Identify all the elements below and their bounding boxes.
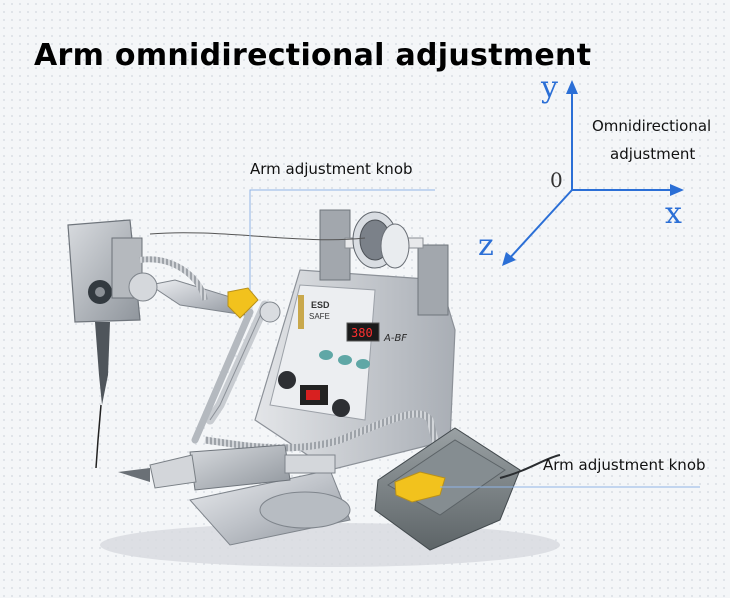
panel-button — [356, 359, 370, 369]
callout-line-top — [249, 189, 435, 290]
x-axis-label: x — [665, 196, 682, 231]
x-axis-arrow — [670, 184, 684, 196]
base-round — [259, 491, 351, 529]
z-axis-line — [507, 189, 573, 261]
esd-mark-line2: SAFE — [309, 312, 330, 321]
flex-hose-lower — [204, 410, 444, 461]
callout-label-bottom: Arm adjustment knob — [543, 456, 706, 474]
axis-origin-label: 0 — [550, 168, 563, 192]
soldering-iron-tip — [118, 468, 150, 482]
floor-shadow — [100, 523, 560, 567]
y-axis-label: y — [541, 70, 558, 105]
arm-strut — [191, 308, 254, 444]
control-knob-left — [278, 371, 296, 389]
z-axis-label: z — [478, 228, 494, 263]
holder-clamp — [284, 454, 336, 474]
esd-mark-line1: ESD — [311, 300, 330, 310]
temperature-value: 380 — [351, 326, 373, 340]
panel-brand: A-BF — [383, 333, 407, 344]
pedal-cable — [499, 454, 561, 479]
flex-hose-upper — [139, 256, 208, 301]
y-axis-arrow — [566, 80, 578, 94]
solder-wire-path — [149, 232, 366, 241]
axes-caption-line1: Omnidirectional — [592, 117, 712, 135]
temperature-display — [346, 322, 380, 342]
spool-right-post — [417, 244, 449, 316]
soldering-iron-handle — [149, 454, 197, 489]
z-axis-arrow — [502, 252, 516, 266]
axes-caption-line2: adjustment — [610, 145, 696, 163]
panel-button — [338, 355, 352, 365]
page-title: Arm omnidirectional adjustment — [34, 38, 592, 73]
panel-button — [319, 350, 333, 360]
arm-pivot — [259, 301, 281, 323]
feeder-nozzle — [95, 322, 110, 405]
control-knob-right — [332, 399, 350, 417]
esd-slot — [298, 295, 304, 329]
callout-label-top: Arm adjustment knob — [250, 160, 413, 178]
arm-adjustment-knob-bottom — [394, 471, 446, 503]
arm-adjustment-knob-top — [227, 287, 259, 319]
power-switch — [306, 390, 320, 400]
